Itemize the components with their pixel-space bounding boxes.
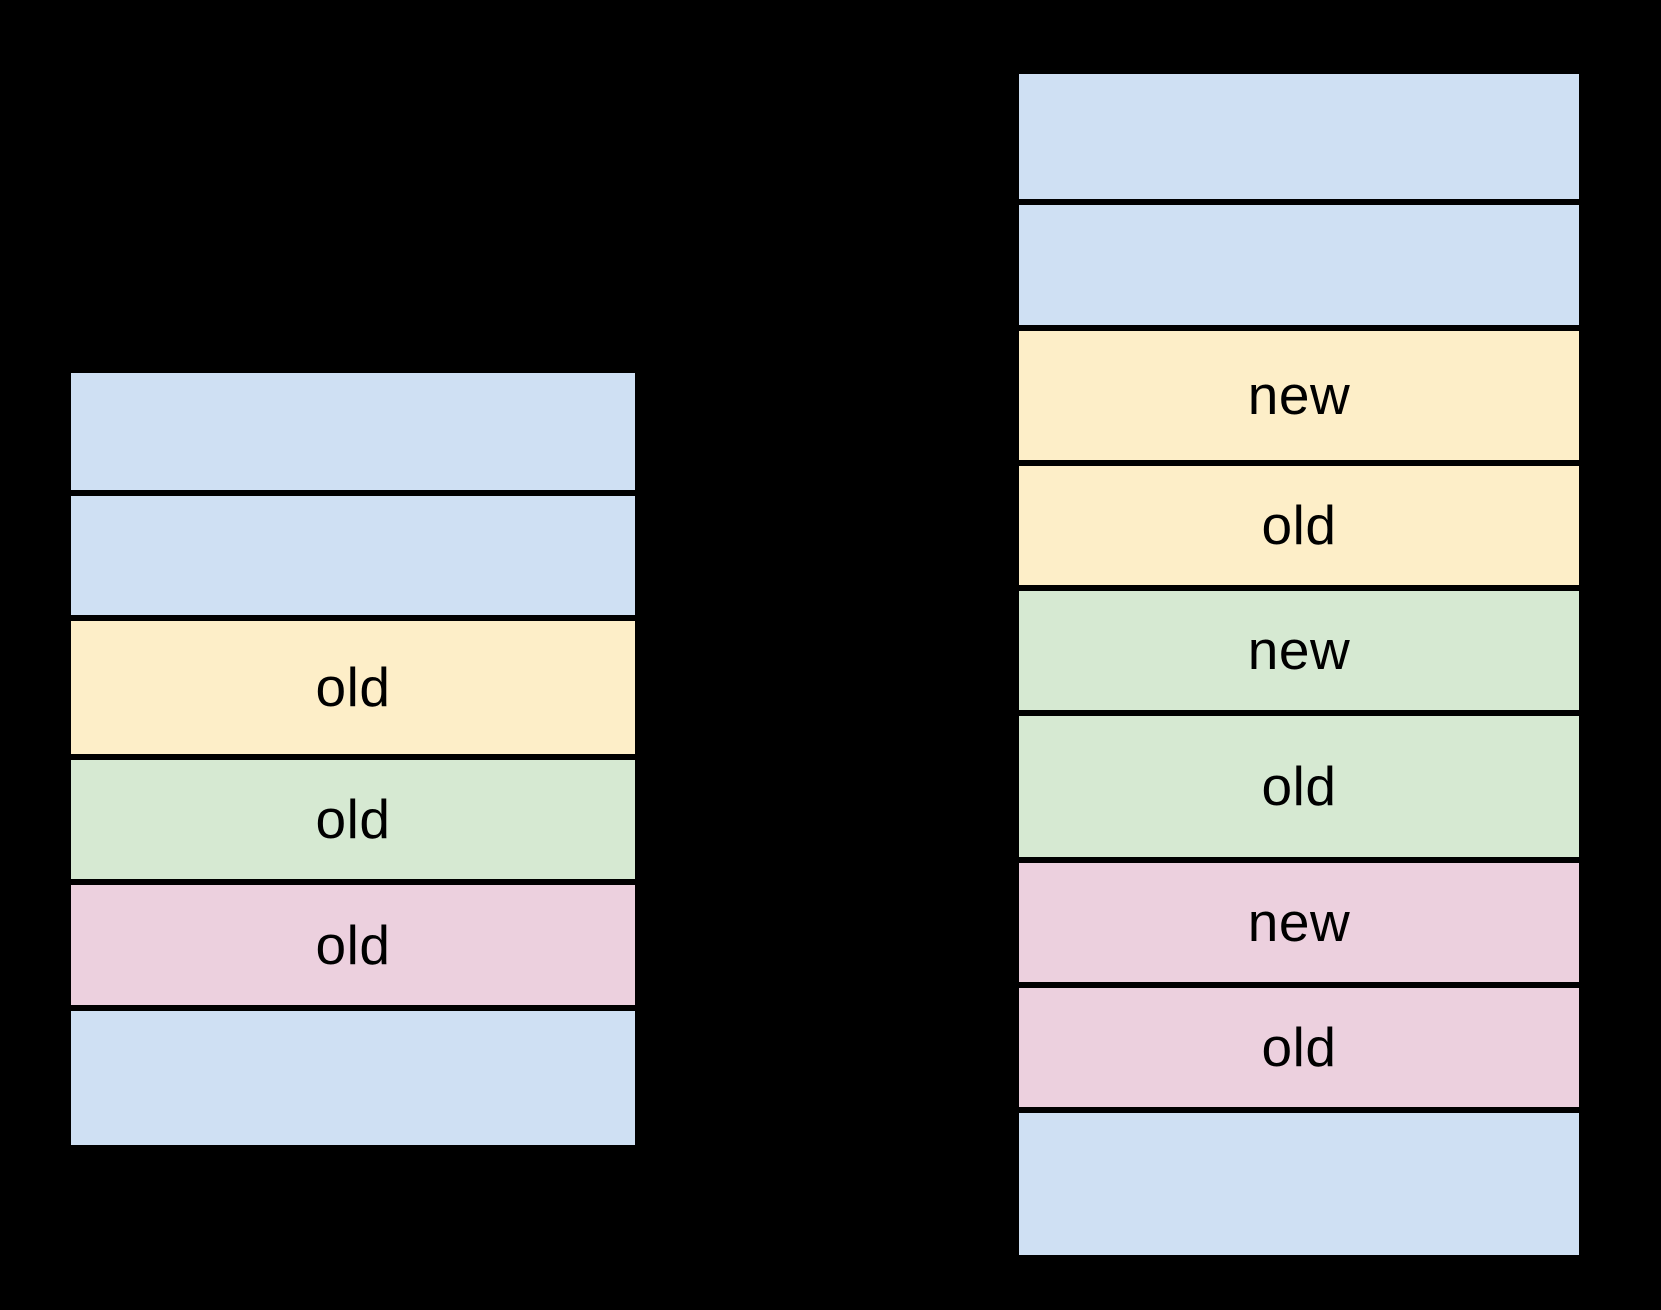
memory-cell: [68, 1008, 638, 1148]
memory-cell: [68, 493, 638, 618]
memory-cell-label: new: [1247, 619, 1351, 681]
memory-cell-label: new: [1247, 891, 1351, 953]
memory-cell: [1016, 71, 1582, 202]
memory-cell: [1016, 202, 1582, 328]
memory-cell: new: [1016, 328, 1582, 463]
after-stack: new old new old new old: [1016, 71, 1582, 1258]
memory-cell: new: [1016, 860, 1582, 985]
memory-cell: old: [1016, 985, 1582, 1110]
memory-cell-label: old: [315, 788, 391, 850]
memory-cell: old: [1016, 463, 1582, 588]
memory-cell-label: old: [315, 656, 391, 718]
memory-cell: old: [68, 882, 638, 1008]
memory-cell-label: old: [315, 913, 391, 976]
before-stack: old old old: [68, 370, 638, 1148]
memory-cell-label: old: [1261, 1016, 1337, 1078]
memory-cell-label: old: [1261, 494, 1337, 556]
memory-cell: new: [1016, 588, 1582, 713]
memory-cell: [1016, 1110, 1582, 1258]
memory-cell: old: [68, 618, 638, 757]
memory-cell: [68, 370, 638, 493]
memory-cell-label: old: [1261, 755, 1337, 817]
memory-cell: old: [68, 757, 638, 882]
memory-cell-label: new: [1247, 364, 1351, 426]
memory-cell: old: [1016, 713, 1582, 860]
